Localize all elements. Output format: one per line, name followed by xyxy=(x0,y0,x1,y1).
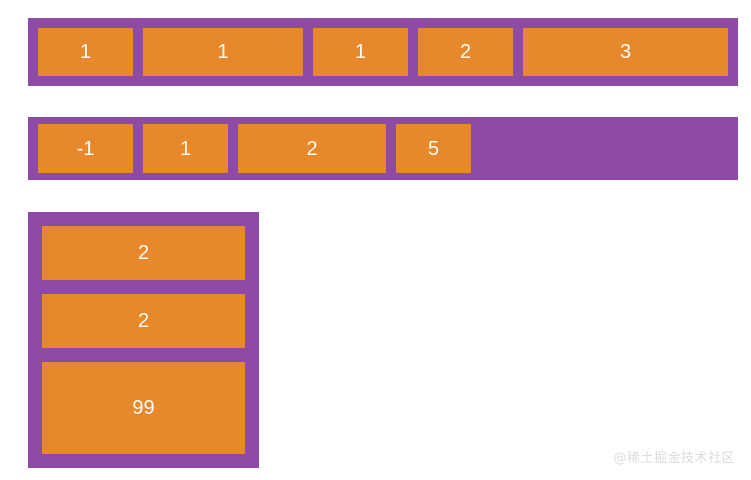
flex-item[interactable]: 1 xyxy=(143,28,303,76)
flex-item[interactable]: 1 xyxy=(313,28,408,76)
flex-item[interactable]: 99 xyxy=(42,362,245,454)
flex-item[interactable]: 2 xyxy=(238,124,386,173)
flex-item[interactable]: 2 xyxy=(418,28,513,76)
flex-item[interactable]: -1 xyxy=(38,124,133,173)
watermark-label: @稀土掘金技术社区 xyxy=(613,451,735,466)
flex-item[interactable]: 1 xyxy=(143,124,228,173)
flex-container-column-1: 2 2 99 xyxy=(28,212,259,468)
flex-item[interactable]: 1 xyxy=(38,28,133,76)
flex-item[interactable]: 3 xyxy=(523,28,728,76)
flex-item[interactable]: 2 xyxy=(42,226,245,280)
flex-container-row-2: -1 1 2 5 xyxy=(28,117,738,180)
flex-item[interactable]: 5 xyxy=(396,124,471,173)
flex-container-row-1: 1 1 1 2 3 xyxy=(28,18,738,86)
flex-item[interactable]: 2 xyxy=(42,294,245,348)
